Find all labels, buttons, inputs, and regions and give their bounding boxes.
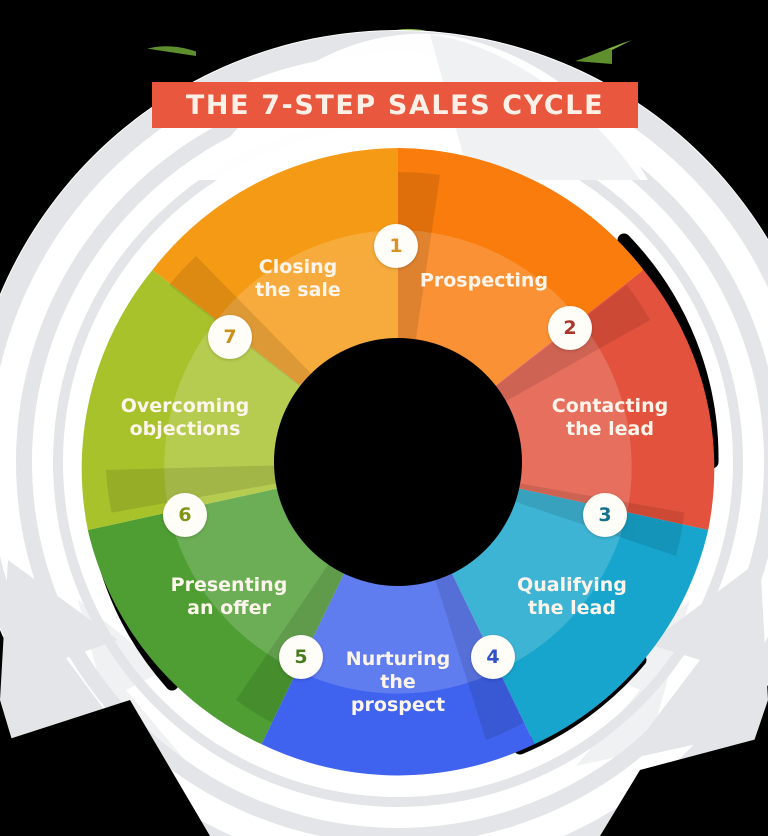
step-badge-6[interactable]: 6 <box>163 493 207 537</box>
step-badge-4[interactable]: 4 <box>471 635 515 679</box>
step-badge-3[interactable]: 3 <box>583 493 627 537</box>
step-badge-7[interactable]: 7 <box>208 315 252 359</box>
page-title: THE 7-STEP SALES CYCLE <box>185 89 605 121</box>
step-badge-5[interactable]: 5 <box>279 635 323 679</box>
step-badge-2[interactable]: 2 <box>548 306 592 350</box>
slice-nurturing-the-prospect[interactable] <box>261 462 535 776</box>
step-badge-1[interactable]: 1 <box>374 224 418 268</box>
donut-center-hole <box>274 338 522 586</box>
background-black-wave <box>0 0 768 121</box>
title-banner: THE 7-STEP SALES CYCLE <box>152 82 638 128</box>
